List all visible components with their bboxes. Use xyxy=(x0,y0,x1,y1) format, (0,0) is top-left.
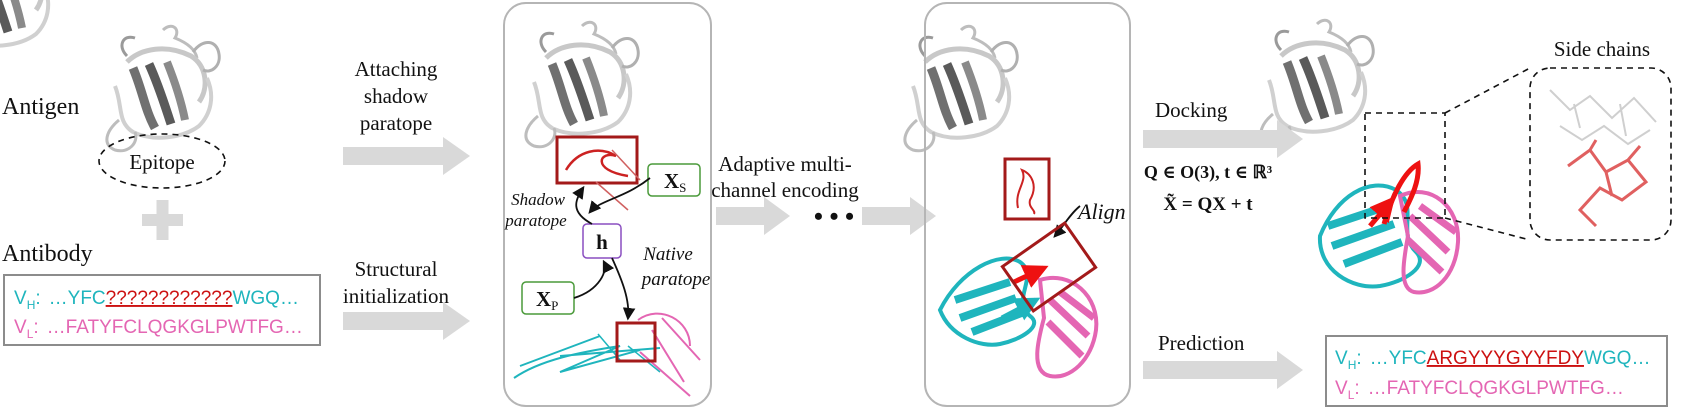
antigen-structure xyxy=(0,0,51,48)
arrow-docking xyxy=(1143,120,1303,158)
align-arrow xyxy=(1053,205,1081,238)
epitope-ellipse xyxy=(98,133,226,189)
docking-label: Docking xyxy=(1155,98,1228,122)
prediction-label: Prediction xyxy=(1158,331,1245,355)
attaching-label-3: paratope xyxy=(360,111,432,135)
h-node: h xyxy=(582,223,622,259)
xs-to-h-arrow xyxy=(588,177,651,214)
zoom-connector-lines xyxy=(1444,67,1531,241)
input-vl-line: VL:…FATYFCLQGKGLPWTFG… xyxy=(14,317,303,341)
xp-to-h-arrow xyxy=(573,259,615,299)
shadow-paratope-box xyxy=(555,135,641,211)
attaching-label-2: shadow xyxy=(364,84,429,108)
output-vl-line: VL:…FATYFCLQGKGLPWTFG… xyxy=(1335,378,1624,402)
native-paratope-label-2: paratope xyxy=(640,269,711,290)
shadow-paratope-label-2: paratope xyxy=(504,211,567,230)
ellipsis-dots: • • • xyxy=(814,202,854,231)
antibody-label: Antibody xyxy=(2,241,93,267)
equation-transform-group: Q ∈ O(3), t ∈ ℝ³ xyxy=(1144,162,1273,183)
output-cdr-predicted: ARGYYYGYYFDY xyxy=(1427,348,1585,369)
side-chains-label: Side chains xyxy=(1554,37,1650,61)
refined-shadow-paratope-box xyxy=(1003,157,1051,221)
align-label: Align xyxy=(1076,199,1126,224)
h-to-shadow-arrow xyxy=(572,185,593,225)
aligned-paratope-box xyxy=(1000,220,1098,314)
side-chains-zoom-panel xyxy=(1529,67,1672,241)
plus-icon xyxy=(142,200,183,240)
xs-node: XS xyxy=(647,163,701,197)
panel-encoding-input xyxy=(503,2,712,407)
svg-text:XS: XS xyxy=(664,169,686,195)
arrow-encoding-1 xyxy=(716,197,790,235)
arrow-attaching xyxy=(343,137,470,175)
output-sequence-box: VH:…YFCARGYYYGYYFDYWGQ… VL:…FATYFCLQGKGL… xyxy=(1325,335,1668,407)
xp-node: XP xyxy=(521,281,575,315)
initial-antibody-structure xyxy=(513,312,701,397)
antigen-structure-3 xyxy=(905,26,1017,150)
input-sequence-box: VH:…YFC????????????WGQ… VL:…FATYFCLQGKGL… xyxy=(3,274,321,346)
docked-complex-structure xyxy=(1317,159,1461,295)
binding-site-zoom-box xyxy=(1364,112,1446,219)
attaching-label-1: Attaching xyxy=(355,57,438,81)
native-paratope-box xyxy=(615,321,657,363)
antigen-structure-2 xyxy=(526,22,638,146)
folded-antibody-structure xyxy=(937,256,1099,379)
svg-text:h: h xyxy=(596,230,608,254)
structural-label-1: Structural xyxy=(355,257,438,281)
h-to-native-arrow xyxy=(611,257,636,321)
equation-transform: X̃ = QX + t xyxy=(1163,194,1253,215)
svg-text:XP: XP xyxy=(536,287,558,313)
arrow-structural xyxy=(343,302,470,340)
native-paratope-label-1: Native xyxy=(642,244,693,265)
panel-encoding-output xyxy=(924,2,1131,407)
epitope-label: Epitope xyxy=(129,150,194,174)
arrow-encoding-2 xyxy=(862,197,936,235)
shadow-paratope-label-1: Shadow xyxy=(511,190,566,209)
input-vh-line: VH:…YFC????????????WGQ… xyxy=(14,288,299,312)
arrow-prediction xyxy=(1143,351,1303,389)
antigen-label: Antigen xyxy=(2,94,79,120)
output-vh-line: VH:…YFCARGYYYGYYFDYWGQ… xyxy=(1335,348,1650,372)
adaptive-label-1: Adaptive multi- xyxy=(718,152,852,176)
structural-label-2: initialization xyxy=(343,284,450,308)
adaptive-label-2: channel encoding xyxy=(711,178,859,202)
input-cdr-masked: ???????????? xyxy=(106,288,233,309)
side-chains-structure xyxy=(1549,89,1657,228)
